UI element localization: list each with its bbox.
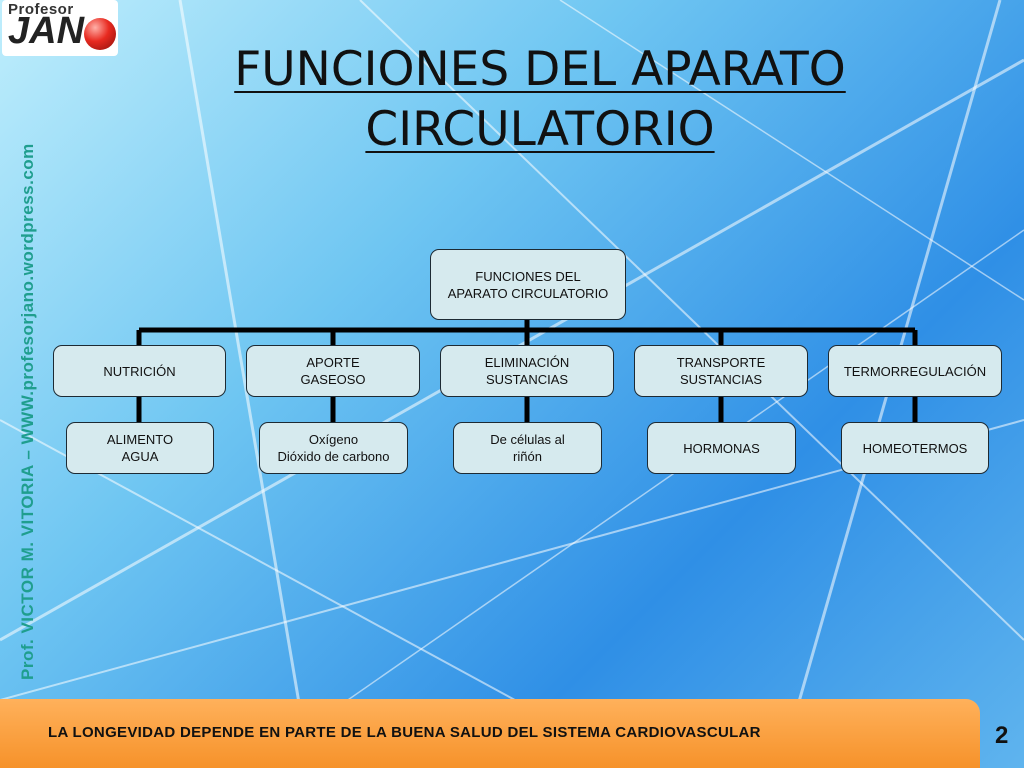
title-line-1: FUNCIONES DEL APARATO — [234, 42, 846, 97]
author-vertical-credit: Prof. VICTOR M. VITORIA – WWW.profesorja… — [18, 143, 37, 680]
logo-red-ball-icon — [84, 18, 116, 50]
leaf-node-hormonas: HORMONAS — [647, 422, 796, 474]
branch-node-aporte-gaseoso: APORTE GASEOSO — [246, 345, 420, 397]
footer-banner — [0, 699, 980, 768]
branch-node-transporte-sustancias: TRANSPORTE SUSTANCIAS — [634, 345, 808, 397]
logo-top-text: Profesor — [8, 1, 74, 18]
leaf-node-oxigeno: Oxígeno Dióxido de carbono — [259, 422, 408, 474]
branch-node-termorregulacion: TERMORREGULACIÓN — [828, 345, 1002, 397]
leaf-node-alimento-agua: ALIMENTO AGUA — [66, 422, 214, 474]
professor-jano-logo: Profesor JAN — [2, 0, 118, 56]
slide-title: FUNCIONES DEL APARATO CIRCULATORIO — [130, 40, 950, 160]
page-number: 2 — [995, 722, 1009, 749]
logo-main-text: JAN — [8, 10, 85, 52]
root-node: FUNCIONES DEL APARATO CIRCULATORIO — [430, 249, 626, 320]
branch-node-eliminacion-sustancias: ELIMINACIÓN SUSTANCIAS — [440, 345, 614, 397]
leaf-node-celulas-rinon: De células al riñón — [453, 422, 602, 474]
leaf-node-homeotermos: HOMEOTERMOS — [841, 422, 989, 474]
title-line-2: CIRCULATORIO — [365, 102, 715, 157]
branch-node-nutricion: NUTRICIÓN — [53, 345, 226, 397]
footer-text: LA LONGEVIDAD DEPENDE EN PARTE DE LA BUE… — [48, 724, 761, 741]
